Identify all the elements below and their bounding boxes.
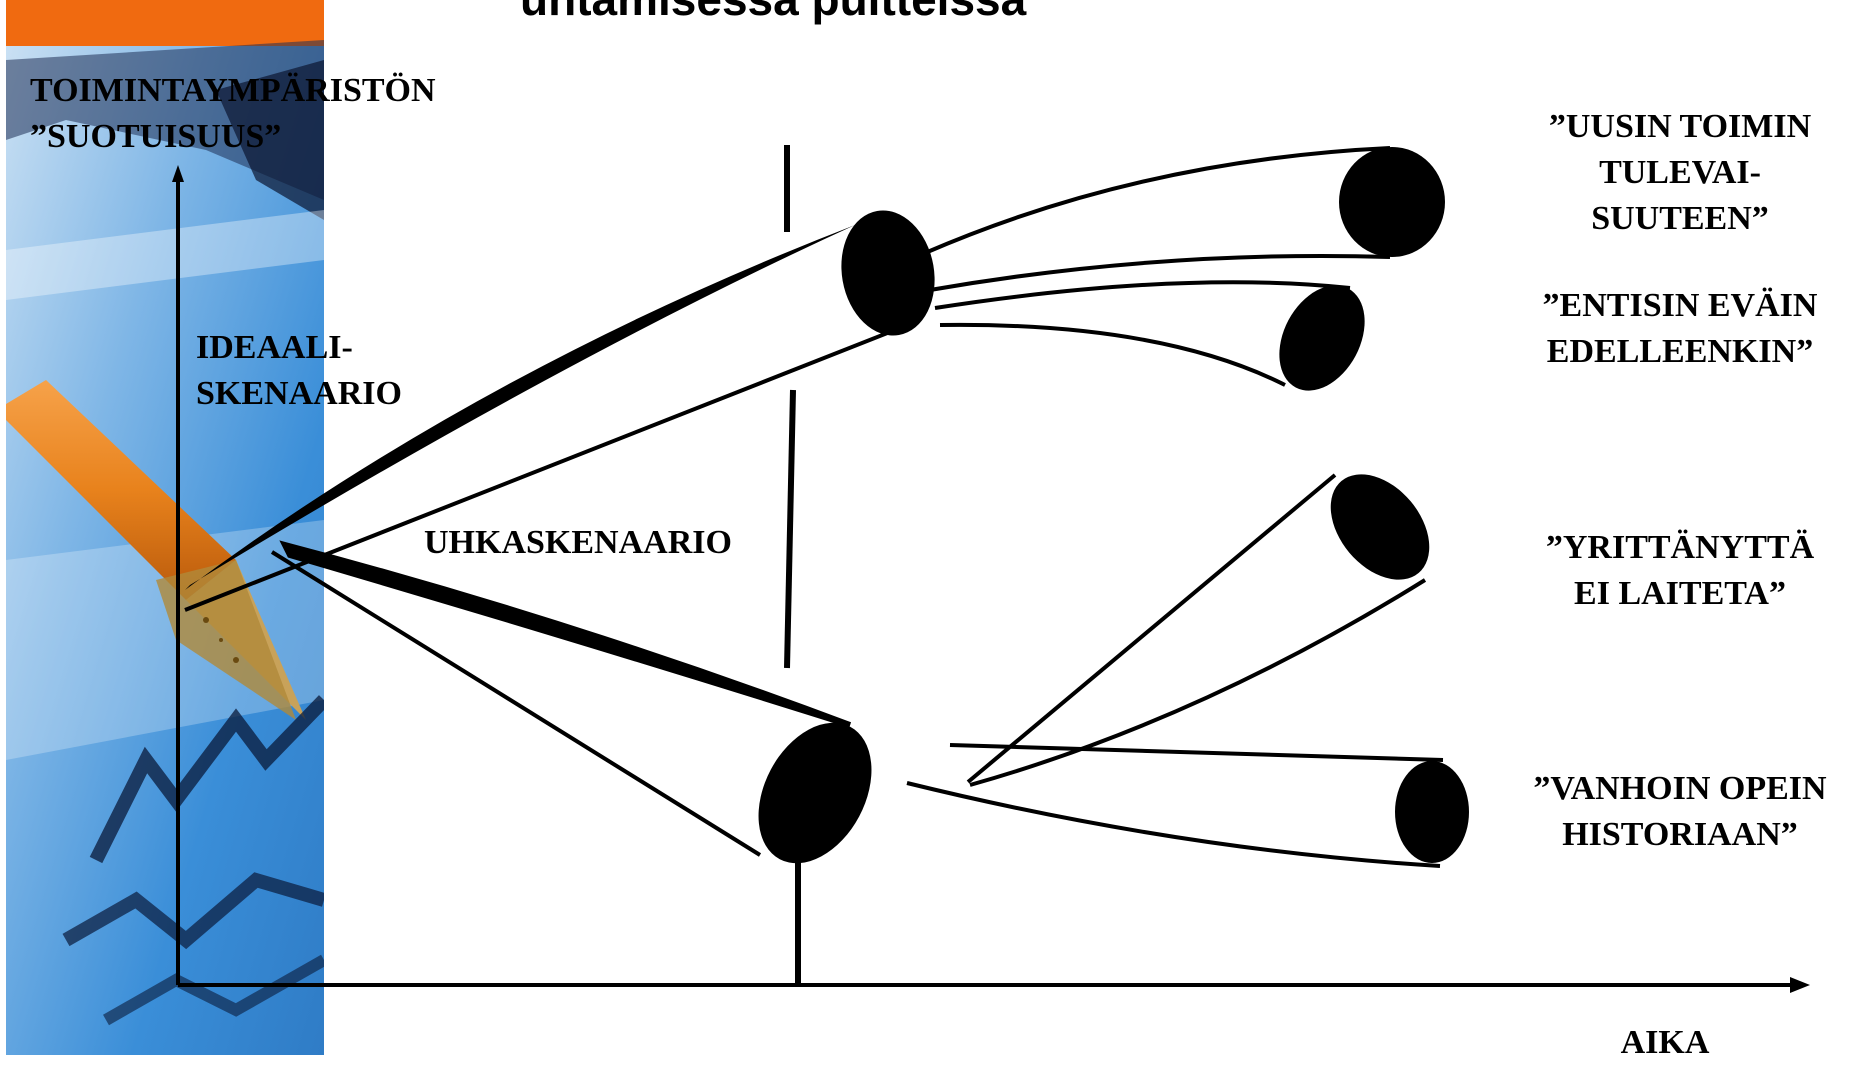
slide-title-fragment: uhtamisessa puitteissa	[520, 0, 1026, 26]
branch-effort-upward	[966, 473, 1430, 787]
time-marker	[784, 145, 801, 985]
threat-scenario-cone	[270, 540, 872, 864]
x-axis-label: AIKA	[1620, 1024, 1710, 1061]
y-axis-label: TOIMINTAYMPÄRISTÖN ”SUOTUISUUS”	[30, 72, 436, 155]
decorative-pencil-photo	[6, 0, 324, 1055]
x-axis-arrowhead	[1790, 977, 1810, 993]
outcome-label-old-provisions: ”ENTISIN EVÄIN EDELLEENKIN”	[1542, 287, 1818, 370]
y-axis-arrowhead	[172, 165, 184, 182]
branch-old-ways-history	[906, 743, 1469, 868]
pencil-photo-illustration	[6, 0, 324, 1055]
branch-old-provisions	[934, 280, 1365, 391]
threat-scenario-label: UHKASKENAARIO	[424, 524, 732, 561]
branch-new-ways	[924, 146, 1445, 292]
ideal-scenario-cone	[184, 210, 935, 612]
outcome-label-effort: ”YRITTÄNYTTÄ EI LAITETA”	[1545, 529, 1815, 612]
ideal-scenario-label: IDEAALI- SKENAARIO	[196, 329, 402, 412]
outcome-label-history: ”VANHOIN OPEIN HISTORIAAN”	[1533, 770, 1827, 853]
orange-top-bar	[6, 0, 324, 46]
outcome-label-new-ways: ”UUSIN TOIMIN TULEVAI- SUUTEEN”	[1548, 108, 1812, 237]
